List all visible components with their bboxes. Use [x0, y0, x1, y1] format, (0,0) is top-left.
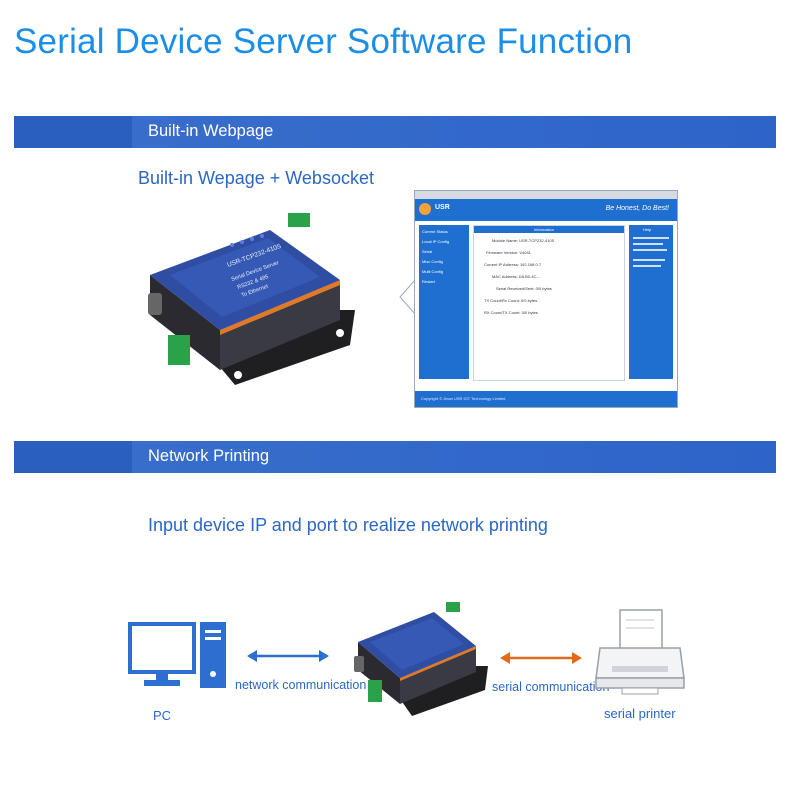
- device-top-label: [170, 238, 320, 317]
- browser-bar: [415, 191, 677, 199]
- help-title: Help: [643, 227, 652, 232]
- banner-label-printing: Network Printing: [148, 447, 270, 465]
- content-header-bar: Information: [474, 226, 624, 233]
- menu-item-4[interactable]: Multi Config: [422, 269, 444, 274]
- menu-item-3[interactable]: Misc Config: [422, 259, 443, 264]
- terminal-block: [368, 680, 382, 702]
- content-row-0: Module Name: USR-TCP232-410S: [492, 238, 555, 243]
- terminal-block: [288, 213, 310, 227]
- printer-icon: [595, 609, 685, 695]
- banner-tab: [14, 441, 132, 473]
- device-front: [220, 280, 340, 370]
- device-server-small-image: [354, 602, 488, 716]
- section-banner-webpage: Built-in Webpage: [14, 116, 776, 148]
- device-top-label: [370, 618, 464, 670]
- mount-hole: [336, 329, 344, 337]
- mounting-plate: [398, 666, 488, 716]
- content-header: Information: [534, 227, 555, 232]
- webpage-slogan: Be Honest, Do Best!: [605, 205, 669, 212]
- device-front: [400, 646, 476, 704]
- device-side: [358, 642, 400, 704]
- network-arrow: [247, 650, 329, 662]
- content-row-2: Current IP Address: 192.168.0.7: [484, 262, 542, 267]
- menu-item-1[interactable]: Local IP Config: [422, 239, 450, 244]
- db9-connector: [354, 656, 364, 672]
- webpage-footer-text: Copyright © Jinan USR IOT Technology Lim…: [421, 396, 506, 401]
- db9-connector: [148, 293, 162, 315]
- page-title: Serial Device Server Software Function: [14, 22, 633, 61]
- help-line: [633, 259, 665, 261]
- webpage-content: Information Module Name: USR-TCP232-410S…: [473, 225, 625, 381]
- pc-label: PC: [153, 708, 172, 723]
- help-line: [633, 243, 663, 245]
- content-row-4: Serial Received/Sent: 0/0 bytes: [496, 286, 552, 291]
- content-row-1: Firmware Version: V4041: [486, 250, 531, 255]
- terminal-block: [168, 335, 190, 365]
- help-line: [633, 265, 661, 267]
- pc-icon: [128, 622, 226, 688]
- menu-item-2[interactable]: Serial: [422, 249, 433, 254]
- mount-hole: [234, 371, 242, 379]
- help-line: [633, 249, 667, 251]
- terminal-block: [446, 602, 460, 612]
- content-row-6: RX Count/TX Count: 0/0 bytes: [484, 310, 538, 315]
- section-banner-printing: Network Printing: [14, 441, 776, 473]
- device-server-image: USR-TCP232-410S Serial Device Server RS2…: [148, 213, 355, 385]
- content-row-3: MAC Address: D8-B0-4C-..: [492, 274, 541, 279]
- serial-arrow: [500, 652, 582, 664]
- serial-communication-label: serial communication: [492, 680, 610, 694]
- menu-item-5[interactable]: Restart: [422, 279, 435, 284]
- content-row-5: TX Count/Rx Count: 0/0 bytes: [484, 298, 538, 303]
- printing-subtitle: Input device IP and port to realize netw…: [148, 515, 548, 535]
- webpage-footer: Copyright © Jinan USR IOT Technology Lim…: [415, 391, 677, 407]
- device-stripe: [400, 646, 476, 681]
- banner-label-webpage: Built-in Webpage: [148, 122, 274, 140]
- webpage-sidebar: Current Status Local IP Config Serial Mi…: [419, 225, 469, 379]
- banner-tab: [14, 116, 132, 148]
- device-side: [150, 275, 220, 370]
- help-line: [633, 237, 669, 239]
- printer-label: serial printer: [604, 706, 676, 721]
- webpage-help-panel: Help: [629, 225, 673, 379]
- menu-item-0[interactable]: Current Status: [422, 229, 448, 234]
- webpage-screenshot: USR Be Honest, Do Best! Current Status L…: [414, 190, 678, 408]
- network-communication-label: network communication: [235, 678, 367, 692]
- logo-icon: [419, 203, 431, 215]
- webpage-header: USR Be Honest, Do Best!: [415, 199, 677, 221]
- webpage-brand: USR: [435, 204, 450, 211]
- device-stripe: [220, 280, 340, 335]
- webpage-subtitle: Built-in Wepage + Websocket: [138, 168, 374, 188]
